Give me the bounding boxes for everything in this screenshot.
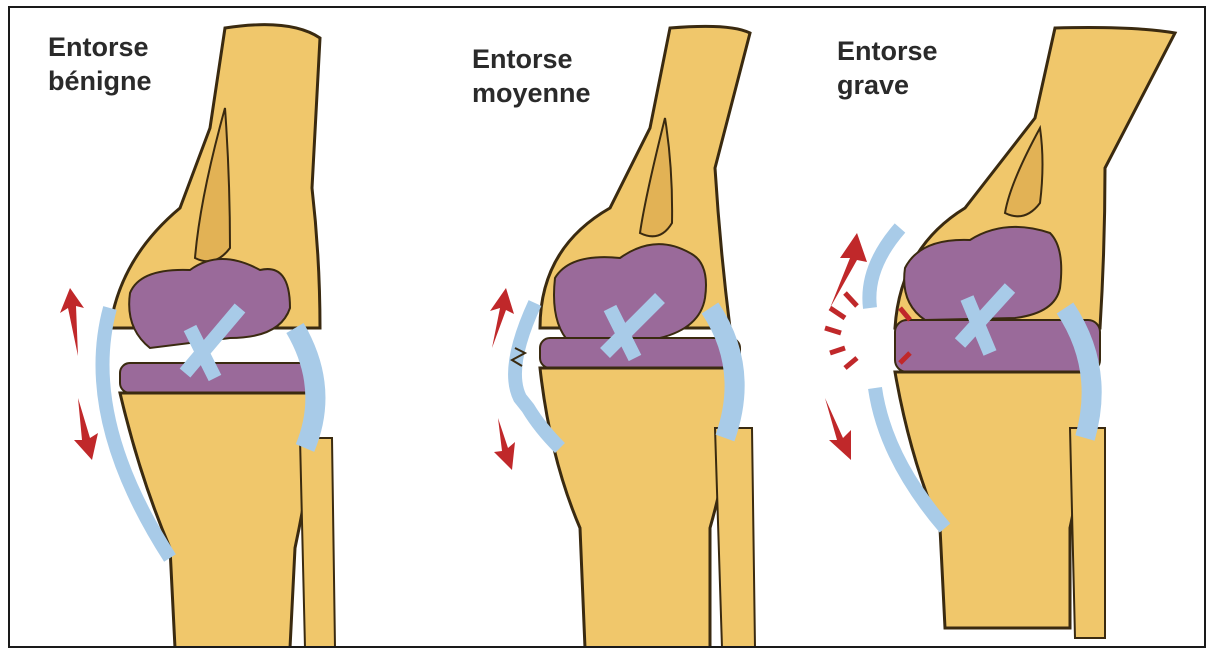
label-moderate: Entorse moyenne <box>472 42 591 110</box>
fibula <box>715 428 755 648</box>
stretch-arrow-icon <box>74 398 98 460</box>
stretch-arrow-icon <box>490 288 514 348</box>
stretch-arrow-icon <box>60 288 84 356</box>
knee-benign-illustration <box>50 8 450 648</box>
fibula <box>300 438 335 648</box>
label-benign: Entorse bénigne <box>48 30 152 98</box>
panel-benign <box>50 8 450 648</box>
meniscus <box>120 363 320 393</box>
stretch-arrow-icon <box>494 418 515 470</box>
figure-frame: Entorse bénigne Entorse moyenne <box>8 6 1206 648</box>
panel-severe <box>805 8 1205 648</box>
label-severe: Entorse grave <box>837 34 938 102</box>
knee-severe-illustration <box>805 8 1205 648</box>
medial-ligament-upper-torn <box>869 228 900 308</box>
fibula <box>1070 428 1105 638</box>
stretch-arrow-icon <box>825 398 851 460</box>
tibia <box>540 368 740 648</box>
